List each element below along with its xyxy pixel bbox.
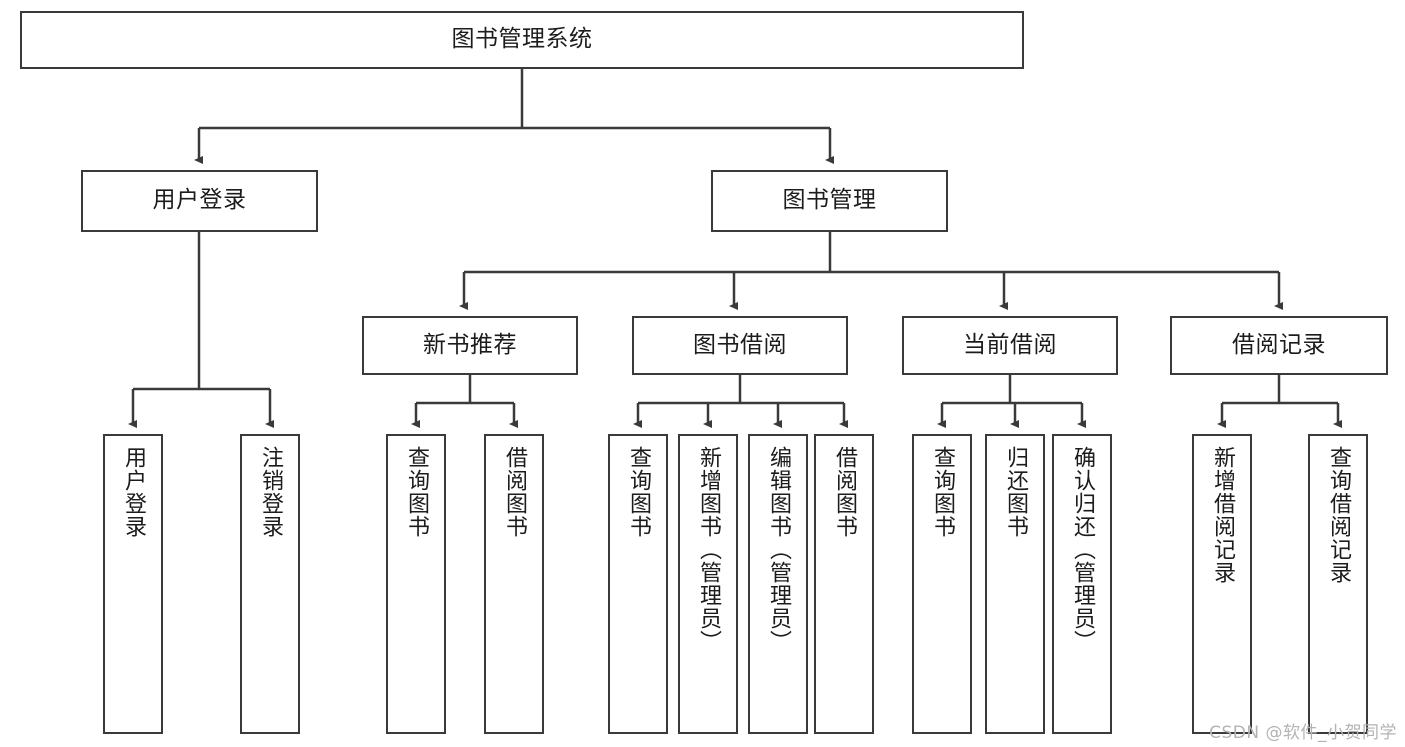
node-book-borrow[interactable]: 图书借阅 bbox=[632, 316, 848, 375]
leaf-add-book-label: 新增图书（管理员） bbox=[695, 446, 721, 653]
leaf-logout-label: 注销登录 bbox=[257, 446, 283, 538]
leaf-query-book-3-label: 查询图书 bbox=[929, 446, 955, 538]
leaf-borrow-book-1-label: 借阅图书 bbox=[501, 446, 527, 538]
leaf-edit-book-label: 编辑图书（管理员） bbox=[765, 446, 791, 653]
node-book-borrow-label: 图书借阅 bbox=[693, 331, 787, 358]
node-new-book-recommend-label: 新书推荐 bbox=[423, 331, 517, 358]
node-current-borrow[interactable]: 当前借阅 bbox=[902, 316, 1118, 375]
leaf-query-book-1[interactable]: 查询图书 bbox=[386, 434, 446, 734]
leaf-user-login-label: 用户登录 bbox=[120, 446, 146, 538]
leaf-return-book[interactable]: 归还图书 bbox=[985, 434, 1045, 734]
node-borrow-record-label: 借阅记录 bbox=[1232, 331, 1326, 358]
leaf-query-record[interactable]: 查询借阅记录 bbox=[1308, 434, 1368, 734]
leaf-query-book-3[interactable]: 查询图书 bbox=[912, 434, 972, 734]
leaf-borrow-book-2-label: 借阅图书 bbox=[831, 446, 857, 538]
node-current-borrow-label: 当前借阅 bbox=[963, 331, 1057, 358]
leaf-add-record-label: 新增借阅记录 bbox=[1209, 446, 1235, 584]
leaf-add-record[interactable]: 新增借阅记录 bbox=[1192, 434, 1252, 734]
node-user-login-label: 用户登录 bbox=[152, 187, 247, 214]
leaf-return-book-label: 归还图书 bbox=[1002, 446, 1028, 538]
leaf-query-book-2-label: 查询图书 bbox=[625, 446, 651, 538]
leaf-query-record-label: 查询借阅记录 bbox=[1325, 446, 1351, 584]
leaf-query-book-1-label: 查询图书 bbox=[403, 446, 429, 538]
leaf-edit-book[interactable]: 编辑图书（管理员） bbox=[748, 434, 808, 734]
csdn-watermark: CSDN @软件_小贺同学 bbox=[1209, 723, 1397, 743]
leaf-user-login[interactable]: 用户登录 bbox=[103, 434, 163, 734]
node-book-manage[interactable]: 图书管理 bbox=[711, 170, 948, 232]
node-new-book-recommend[interactable]: 新书推荐 bbox=[362, 316, 578, 375]
leaf-confirm-return-label: 确认归还（管理员） bbox=[1069, 446, 1095, 653]
node-root-label: 图书管理系统 bbox=[451, 26, 593, 53]
node-book-manage-label: 图书管理 bbox=[782, 187, 877, 214]
leaf-confirm-return[interactable]: 确认归还（管理员） bbox=[1052, 434, 1112, 734]
leaf-borrow-book-2[interactable]: 借阅图书 bbox=[814, 434, 874, 734]
leaf-logout[interactable]: 注销登录 bbox=[240, 434, 300, 734]
leaf-borrow-book-1[interactable]: 借阅图书 bbox=[484, 434, 544, 734]
node-root[interactable]: 图书管理系统 bbox=[20, 11, 1024, 69]
node-user-login[interactable]: 用户登录 bbox=[81, 170, 318, 232]
node-borrow-record[interactable]: 借阅记录 bbox=[1170, 316, 1388, 375]
leaf-add-book[interactable]: 新增图书（管理员） bbox=[678, 434, 738, 734]
leaf-query-book-2[interactable]: 查询图书 bbox=[608, 434, 668, 734]
